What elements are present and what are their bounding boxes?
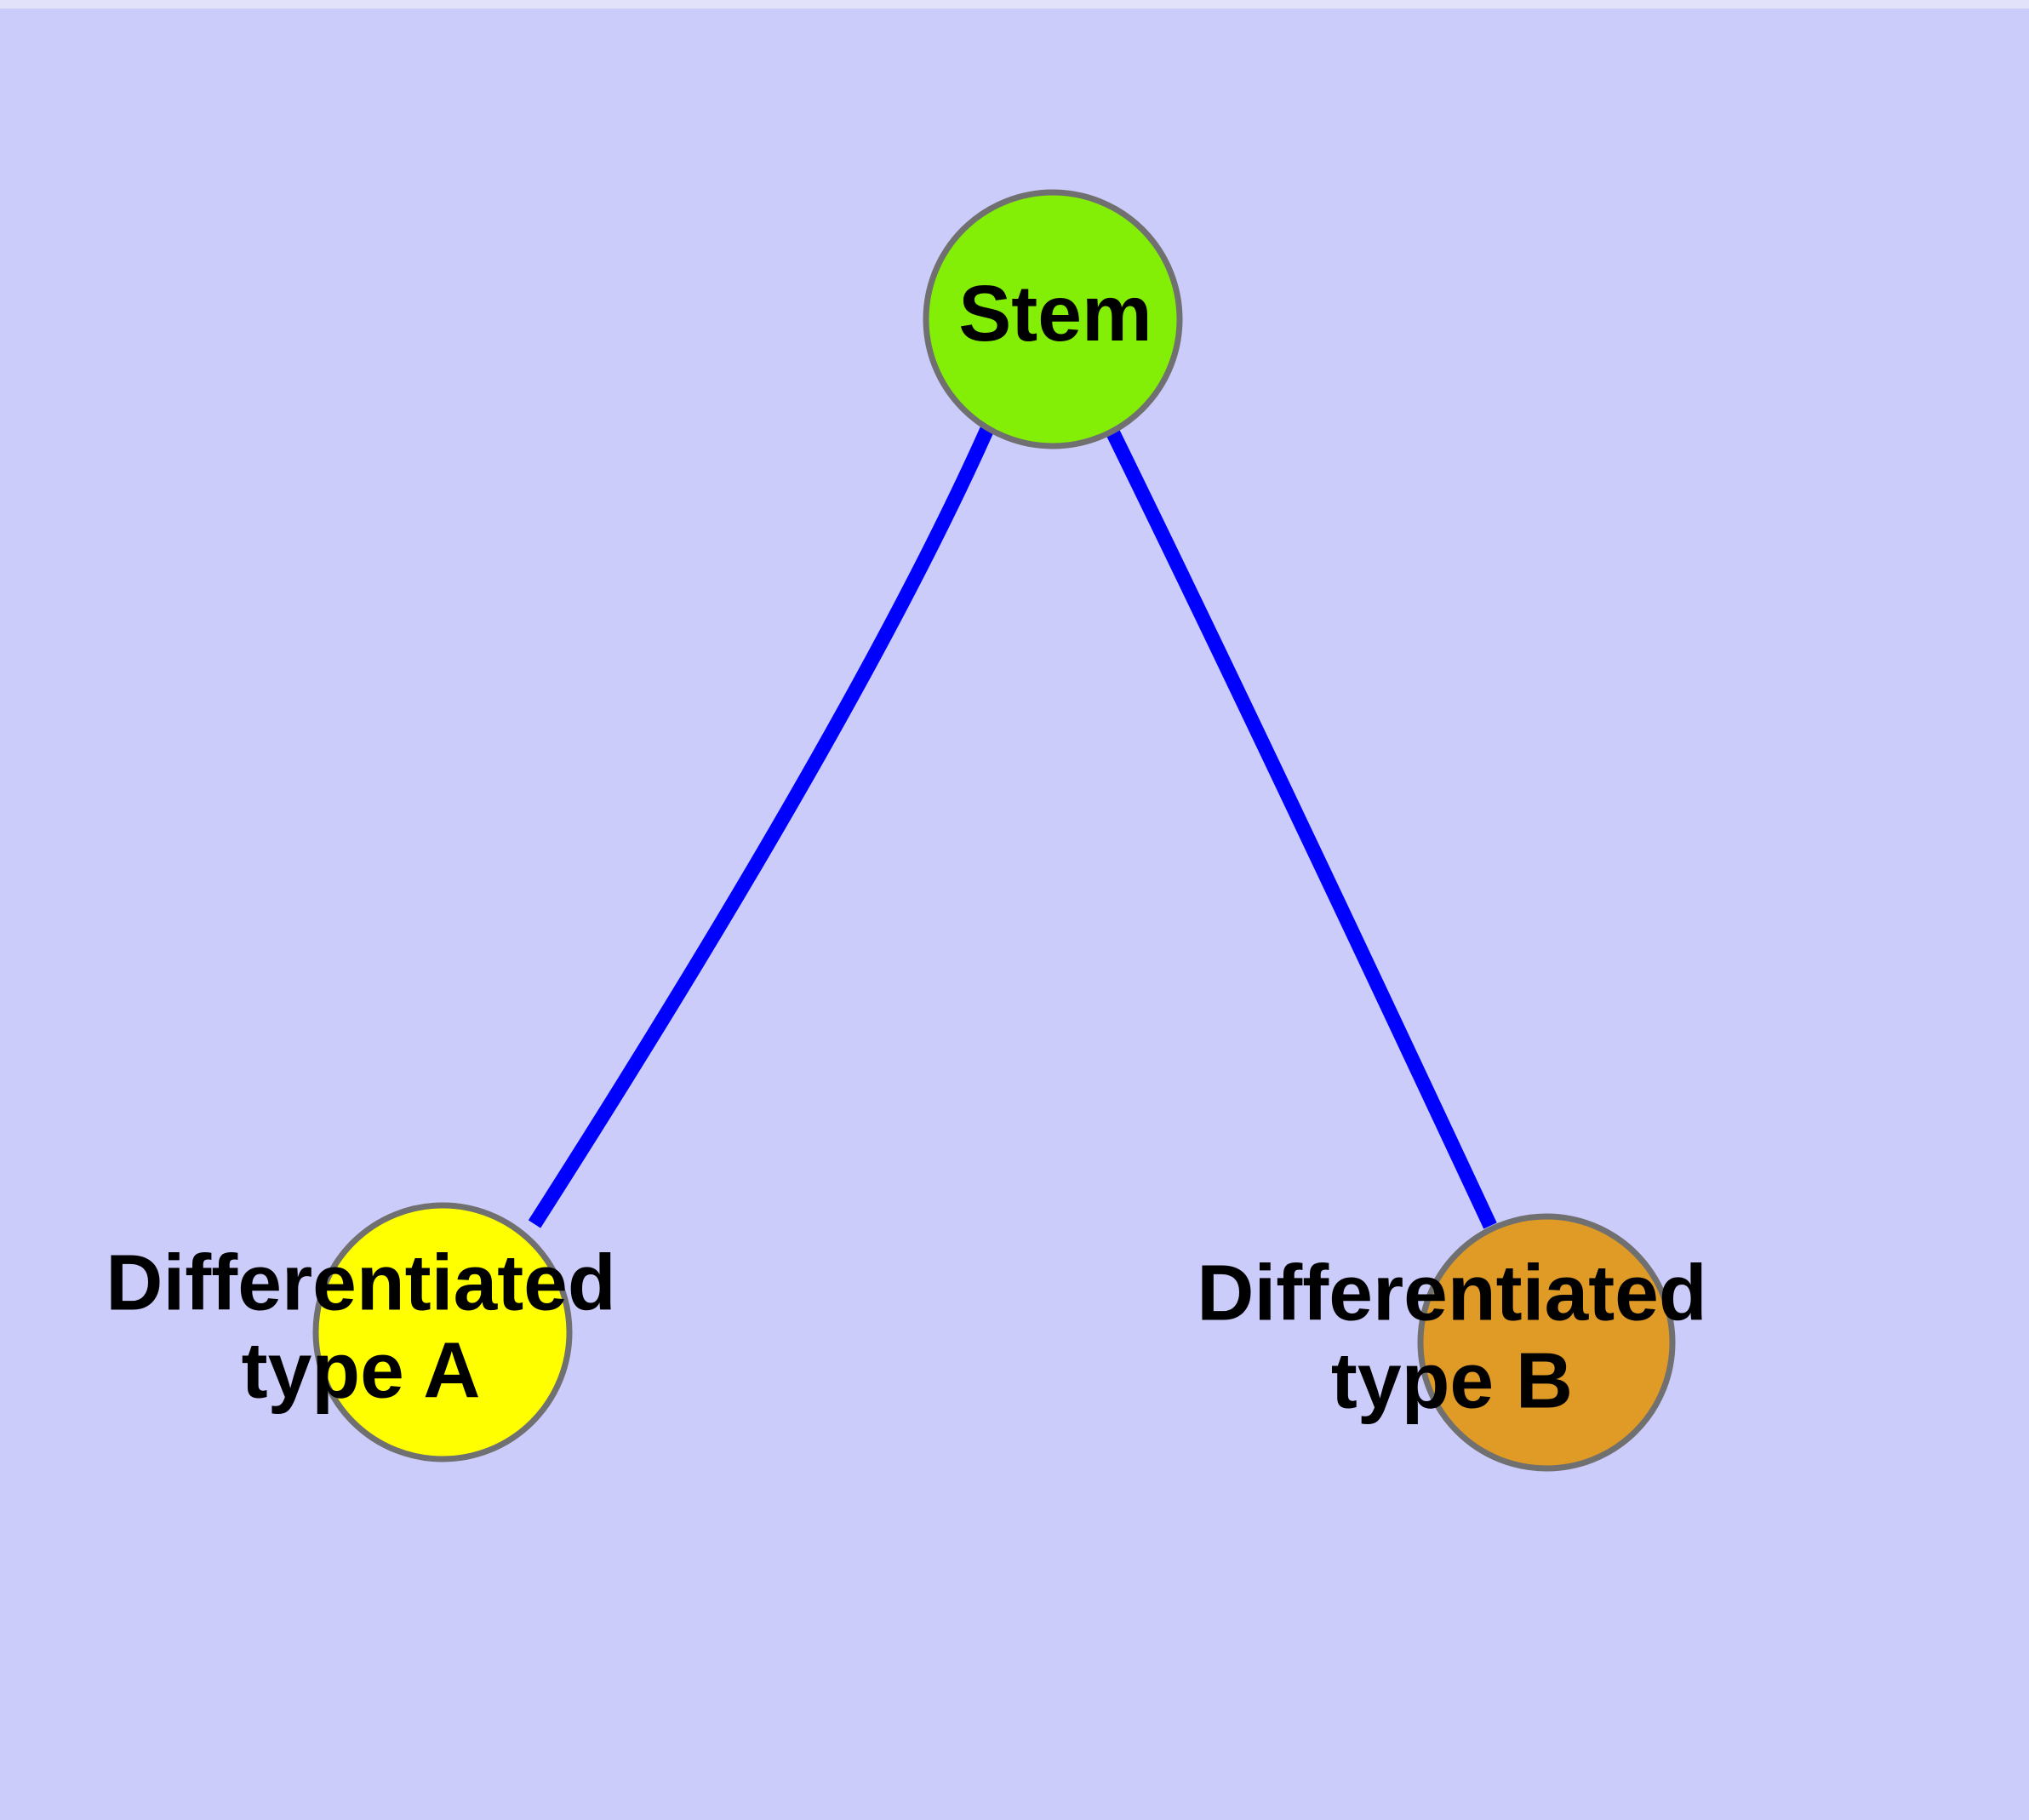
- edge-stem-to-differentiated-type-a[interactable]: [528, 426, 994, 1228]
- edge-layer: [528, 426, 1497, 1229]
- node-label-line: Differentiated: [106, 1238, 615, 1326]
- node-label-line: type B: [1331, 1336, 1573, 1424]
- node-label-line: Differentiated: [1197, 1248, 1706, 1336]
- node-layer: [312, 189, 1676, 1472]
- node-label-line: Stem: [958, 269, 1152, 358]
- node-stem-circle[interactable]: [923, 189, 1183, 449]
- node-differentiated-type-a-circle[interactable]: [312, 1202, 573, 1462]
- node-label-line: type A: [242, 1325, 481, 1414]
- canvas-top-strip: [0, 0, 2029, 9]
- node-stem-label: Stem: [958, 269, 1152, 358]
- node-differentiated-type-b-circle[interactable]: [1417, 1213, 1676, 1472]
- edge-stem-to-differentiated-type-b[interactable]: [1105, 426, 1497, 1229]
